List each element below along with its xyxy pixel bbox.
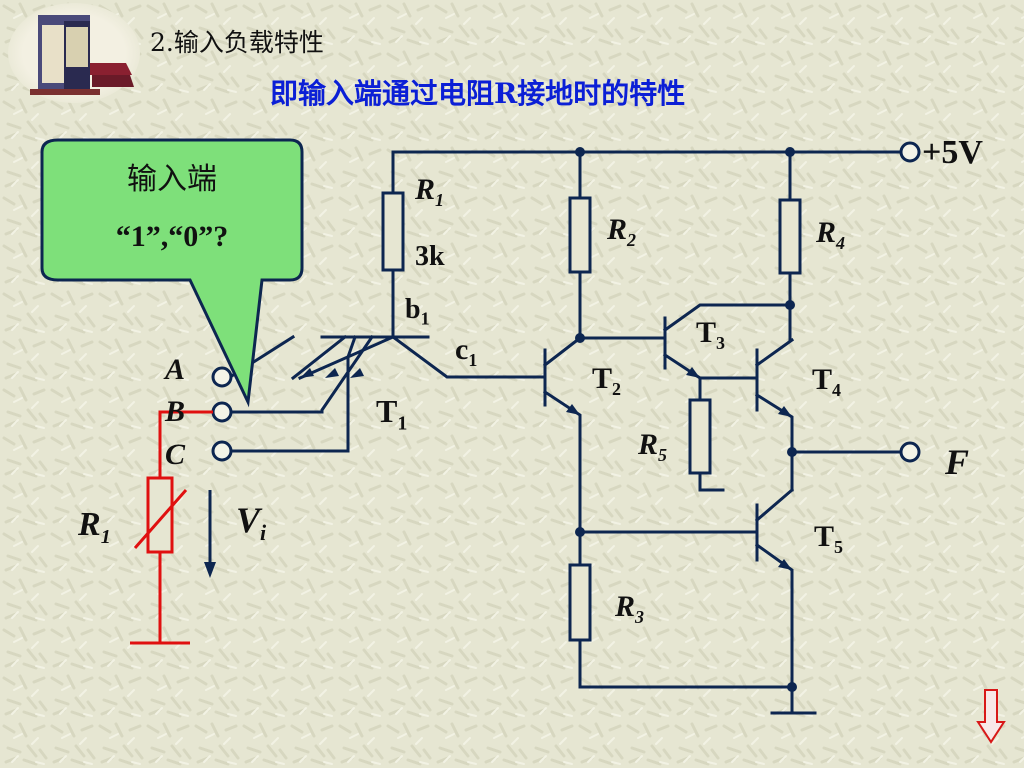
r1-label: R1 bbox=[415, 173, 445, 210]
external-r1-label: R1 bbox=[78, 506, 111, 548]
r3-label: R3 bbox=[615, 590, 645, 627]
r1-value-label: 3k bbox=[415, 241, 445, 272]
c1-label: c1 bbox=[455, 333, 478, 370]
r1-resistor bbox=[381, 191, 405, 272]
callout-bubble bbox=[40, 138, 304, 408]
t4-label: T4 bbox=[812, 363, 842, 400]
r4-resistor bbox=[778, 198, 802, 275]
vi-label: Vi bbox=[236, 500, 267, 546]
b1-label: b1 bbox=[405, 294, 430, 329]
supply-label: +5V bbox=[922, 134, 983, 171]
t1-collector bbox=[390, 334, 547, 379]
book-cover-icon bbox=[8, 3, 140, 103]
r2-label: R2 bbox=[607, 213, 637, 250]
section-title: 2.输入负载特性 bbox=[150, 28, 324, 57]
external-resistor bbox=[146, 476, 174, 554]
t1-label: T1 bbox=[376, 393, 408, 435]
input-b-terminal bbox=[211, 401, 233, 423]
down-arrow-icon[interactable] bbox=[976, 688, 1006, 744]
input-a-terminal bbox=[211, 366, 233, 388]
input-c-terminal bbox=[211, 440, 233, 462]
input-c-label: C bbox=[165, 438, 186, 471]
subtitle: 即输入端通过电阻R接地时的特性 bbox=[270, 77, 686, 110]
r3-resistor bbox=[568, 563, 592, 642]
vcc-terminal bbox=[899, 141, 921, 163]
r4-label: R4 bbox=[816, 216, 846, 253]
r5-label: R5 bbox=[638, 428, 668, 465]
output-terminal bbox=[899, 441, 921, 463]
t3-label: T3 bbox=[696, 316, 726, 353]
t2-label: T2 bbox=[592, 362, 622, 399]
callout-line-2: “1”,“0”? bbox=[115, 220, 229, 253]
input-a-label: A bbox=[165, 353, 186, 386]
output-f-label: F bbox=[945, 442, 970, 482]
input-b-label: B bbox=[165, 395, 186, 428]
r5-resistor bbox=[688, 398, 712, 475]
callout-line-1: 输入端 bbox=[127, 162, 217, 197]
r2-resistor bbox=[568, 196, 592, 274]
t5-label: T5 bbox=[814, 520, 844, 557]
